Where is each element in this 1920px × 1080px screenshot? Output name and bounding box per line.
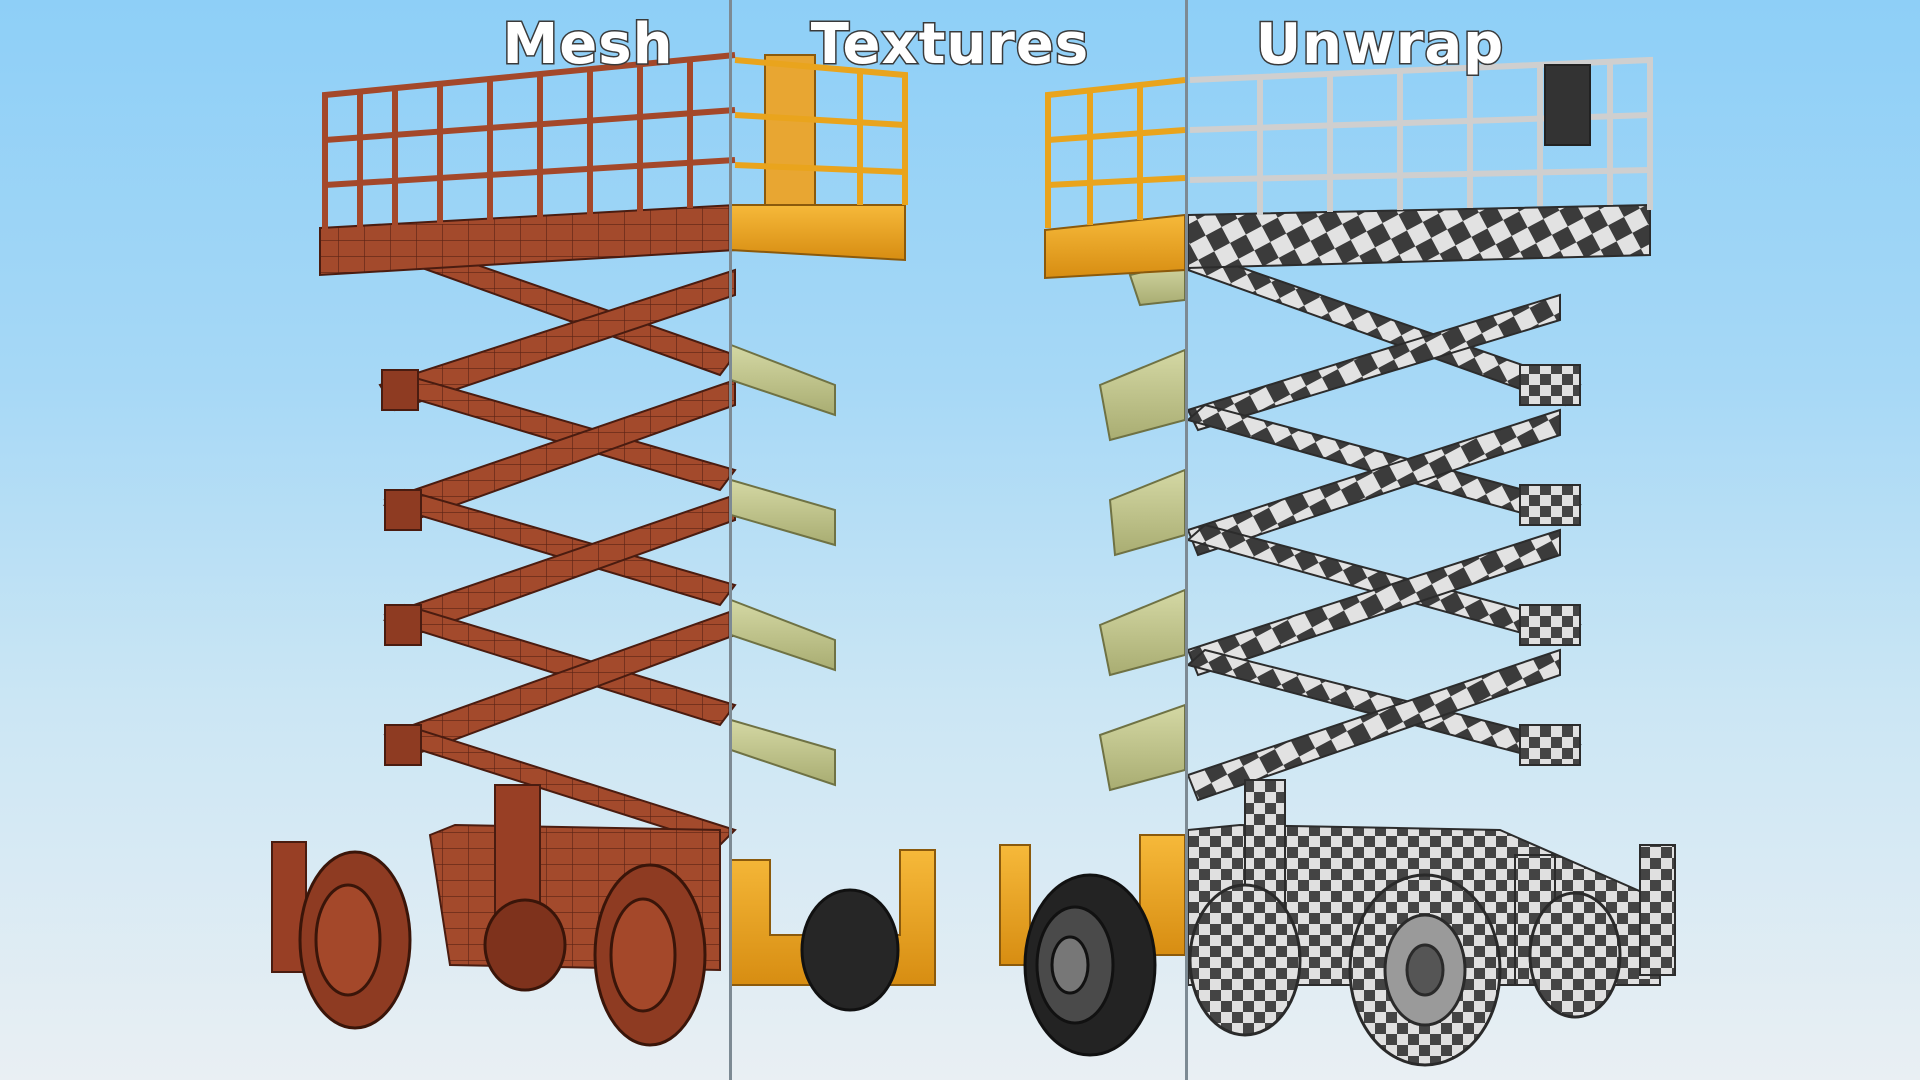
textured-lift: [730, 54, 1186, 1057]
mesh-lift: [271, 52, 737, 1047]
panel-title-mesh: Mesh: [501, 11, 674, 79]
panel-divider-2: [1185, 0, 1188, 1080]
panel-title-textures: Textures: [809, 11, 1090, 79]
unwrap-lift: [1185, 56, 1676, 1067]
panel-divider-1: [729, 0, 732, 1080]
panel-title-unwrap: Unwrap: [1254, 11, 1505, 79]
